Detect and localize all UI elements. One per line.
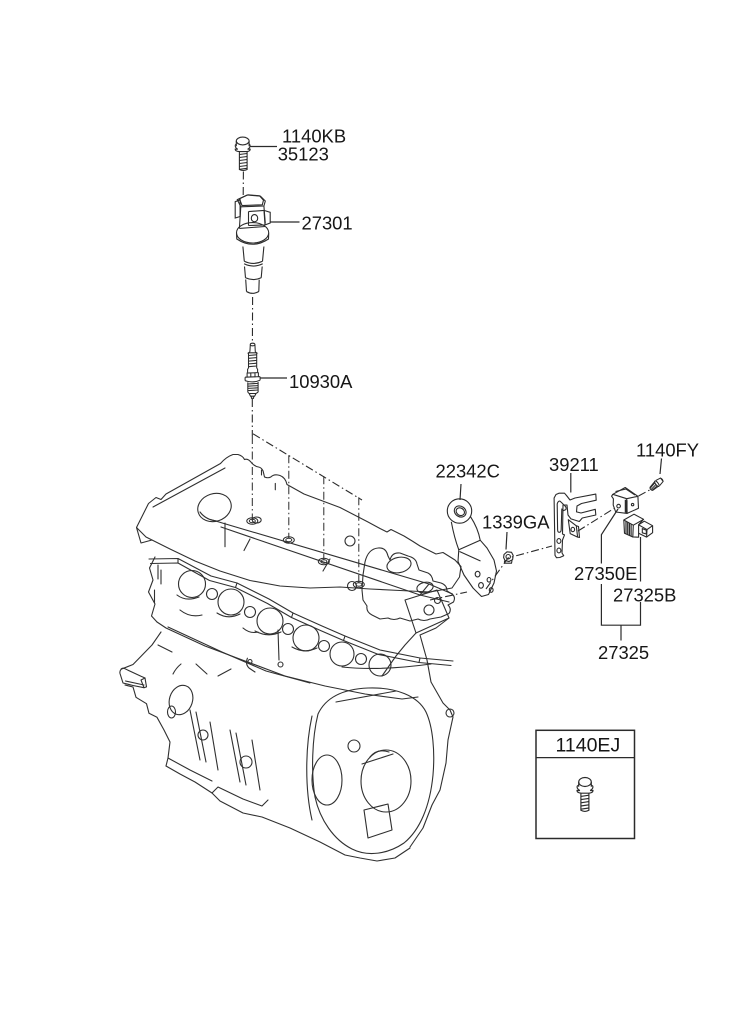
svg-text:1140KB: 1140KB bbox=[282, 126, 346, 147]
svg-text:1339GA: 1339GA bbox=[482, 512, 550, 533]
svg-text:10930A: 10930A bbox=[289, 371, 353, 392]
svg-text:35123: 35123 bbox=[278, 144, 329, 165]
svg-text:27325B: 27325B bbox=[613, 585, 676, 606]
svg-text:22342C: 22342C bbox=[436, 461, 500, 482]
svg-text:1140FY: 1140FY bbox=[636, 439, 699, 460]
svg-text:1140EJ: 1140EJ bbox=[556, 734, 621, 756]
svg-text:27350E: 27350E bbox=[574, 563, 637, 584]
svg-text:27301: 27301 bbox=[302, 213, 353, 234]
svg-text:39211: 39211 bbox=[549, 454, 599, 475]
svg-text:27325: 27325 bbox=[598, 642, 649, 663]
